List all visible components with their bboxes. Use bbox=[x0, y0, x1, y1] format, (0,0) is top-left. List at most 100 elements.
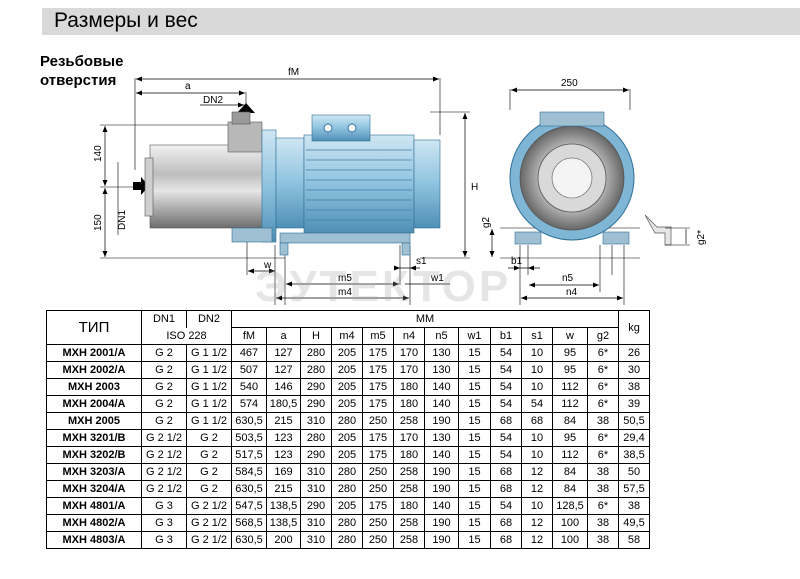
col-dn2-header: DN2 bbox=[186, 310, 232, 328]
table-cell: 280 bbox=[331, 531, 363, 549]
table-cell: 140 bbox=[424, 378, 459, 396]
table-cell: 38 bbox=[587, 514, 619, 532]
table-cell: 50,5 bbox=[618, 412, 650, 430]
table-cell: 38 bbox=[587, 531, 619, 549]
table-cell: 258 bbox=[393, 480, 425, 498]
table-cell: 250 bbox=[362, 514, 394, 532]
dim-b1: b1 bbox=[511, 256, 523, 267]
table-cell: 146 bbox=[266, 378, 301, 396]
table-cell: 15 bbox=[458, 514, 491, 532]
table-cell: 38 bbox=[587, 480, 619, 498]
table-cell: G 1 1/2 bbox=[186, 378, 232, 396]
table-cell: 12 bbox=[521, 480, 553, 498]
table-cell: 15 bbox=[458, 361, 491, 379]
col-header: s1 bbox=[521, 327, 553, 345]
table-cell: 54 bbox=[490, 429, 522, 447]
dim-m4: m4 bbox=[338, 287, 352, 298]
table-cell: 12 bbox=[521, 463, 553, 481]
table-cell: 503,5 bbox=[231, 429, 267, 447]
table-cell: 280 bbox=[300, 429, 332, 447]
table-cell: 100 bbox=[552, 514, 588, 532]
table-cell: 258 bbox=[393, 514, 425, 532]
table-cell: 15 bbox=[458, 531, 491, 549]
table-cell: 310 bbox=[300, 531, 332, 549]
col-header: m5 bbox=[362, 327, 394, 345]
table-cell: 130 bbox=[424, 361, 459, 379]
table-cell: 15 bbox=[458, 429, 491, 447]
col-header: n4 bbox=[393, 327, 425, 345]
table-cell: 205 bbox=[331, 429, 363, 447]
table-cell: 54 bbox=[490, 497, 522, 515]
dim-DN2: DN2 bbox=[203, 95, 223, 106]
table-cell: 15 bbox=[458, 480, 491, 498]
table-cell: 6* bbox=[587, 344, 619, 362]
dim-140: 140 bbox=[93, 145, 104, 162]
table-cell: 467 bbox=[231, 344, 267, 362]
table-cell: 180 bbox=[393, 497, 425, 515]
table-cell: G 2 1/2 bbox=[186, 531, 232, 549]
table-cell: 630,5 bbox=[231, 412, 267, 430]
table-cell: G 2 bbox=[141, 361, 187, 379]
table-cell: G 2 1/2 bbox=[186, 514, 232, 532]
table-cell: 517,5 bbox=[231, 446, 267, 464]
table-cell: 127 bbox=[266, 344, 301, 362]
table-cell: 38,5 bbox=[618, 446, 650, 464]
dim-w1: w1 bbox=[430, 273, 444, 284]
table-cell: 130 bbox=[424, 344, 459, 362]
table-cell: 95 bbox=[552, 429, 588, 447]
table-header-row-1: ТИП DN1 DN2 MM kg bbox=[46, 310, 650, 345]
table-cell: 310 bbox=[300, 412, 332, 430]
dim-m5: m5 bbox=[338, 273, 352, 284]
table-cell: G 2 1/2 bbox=[141, 429, 187, 447]
table-cell: 30 bbox=[618, 361, 650, 379]
table-cell: 10 bbox=[521, 446, 553, 464]
table-cell: 170 bbox=[393, 344, 425, 362]
dim-s1: s1 bbox=[416, 256, 427, 267]
table-cell: 290 bbox=[300, 446, 332, 464]
table-cell: 200 bbox=[266, 531, 301, 549]
table-cell: 310 bbox=[300, 463, 332, 481]
table-cell: 84 bbox=[552, 412, 588, 430]
table-cell: 38 bbox=[618, 497, 650, 515]
table-cell: 68 bbox=[490, 463, 522, 481]
col-header: w bbox=[552, 327, 588, 345]
title-bar: Размеры и вес bbox=[42, 8, 800, 35]
cell-type: MXH 4801/A bbox=[46, 497, 142, 515]
col-kg-header: kg bbox=[618, 310, 650, 345]
dim-150: 150 bbox=[93, 214, 104, 231]
table-cell: 258 bbox=[393, 463, 425, 481]
table-cell: 15 bbox=[458, 412, 491, 430]
table-cell: G 2 1/2 bbox=[186, 497, 232, 515]
table-cell: 58 bbox=[618, 531, 650, 549]
side-view bbox=[100, 76, 470, 305]
table-cell: 215 bbox=[266, 480, 301, 498]
table-cell: 280 bbox=[331, 514, 363, 532]
table-cell: 54 bbox=[521, 395, 553, 413]
table-cell: 95 bbox=[552, 344, 588, 362]
col-header: H bbox=[300, 327, 332, 345]
table-cell: 574 bbox=[231, 395, 267, 413]
table-cell: 190 bbox=[424, 463, 459, 481]
table-cell: 54 bbox=[490, 344, 522, 362]
table-cell: 39 bbox=[618, 395, 650, 413]
table-cell: 250 bbox=[362, 531, 394, 549]
table-cell: 250 bbox=[362, 480, 394, 498]
table-cell: 68 bbox=[521, 412, 553, 430]
table-cell: 290 bbox=[300, 395, 332, 413]
table-cell: G 2 1/2 bbox=[141, 480, 187, 498]
table-cell: 54 bbox=[490, 446, 522, 464]
table-cell: 190 bbox=[424, 531, 459, 549]
table-cell: G 1 1/2 bbox=[186, 412, 232, 430]
table-cell: 10 bbox=[521, 497, 553, 515]
table-cell: 507 bbox=[231, 361, 267, 379]
dim-a: a bbox=[185, 81, 191, 92]
dim-g2: g2 bbox=[481, 216, 492, 228]
table-cell: 15 bbox=[458, 446, 491, 464]
table-cell: 568,5 bbox=[231, 514, 267, 532]
dim-fM: fM bbox=[288, 67, 299, 78]
table-cell: 290 bbox=[300, 497, 332, 515]
table-cell: 310 bbox=[300, 480, 332, 498]
cell-type: MXH 2002/A bbox=[46, 361, 142, 379]
table-cell: G 2 bbox=[141, 395, 187, 413]
